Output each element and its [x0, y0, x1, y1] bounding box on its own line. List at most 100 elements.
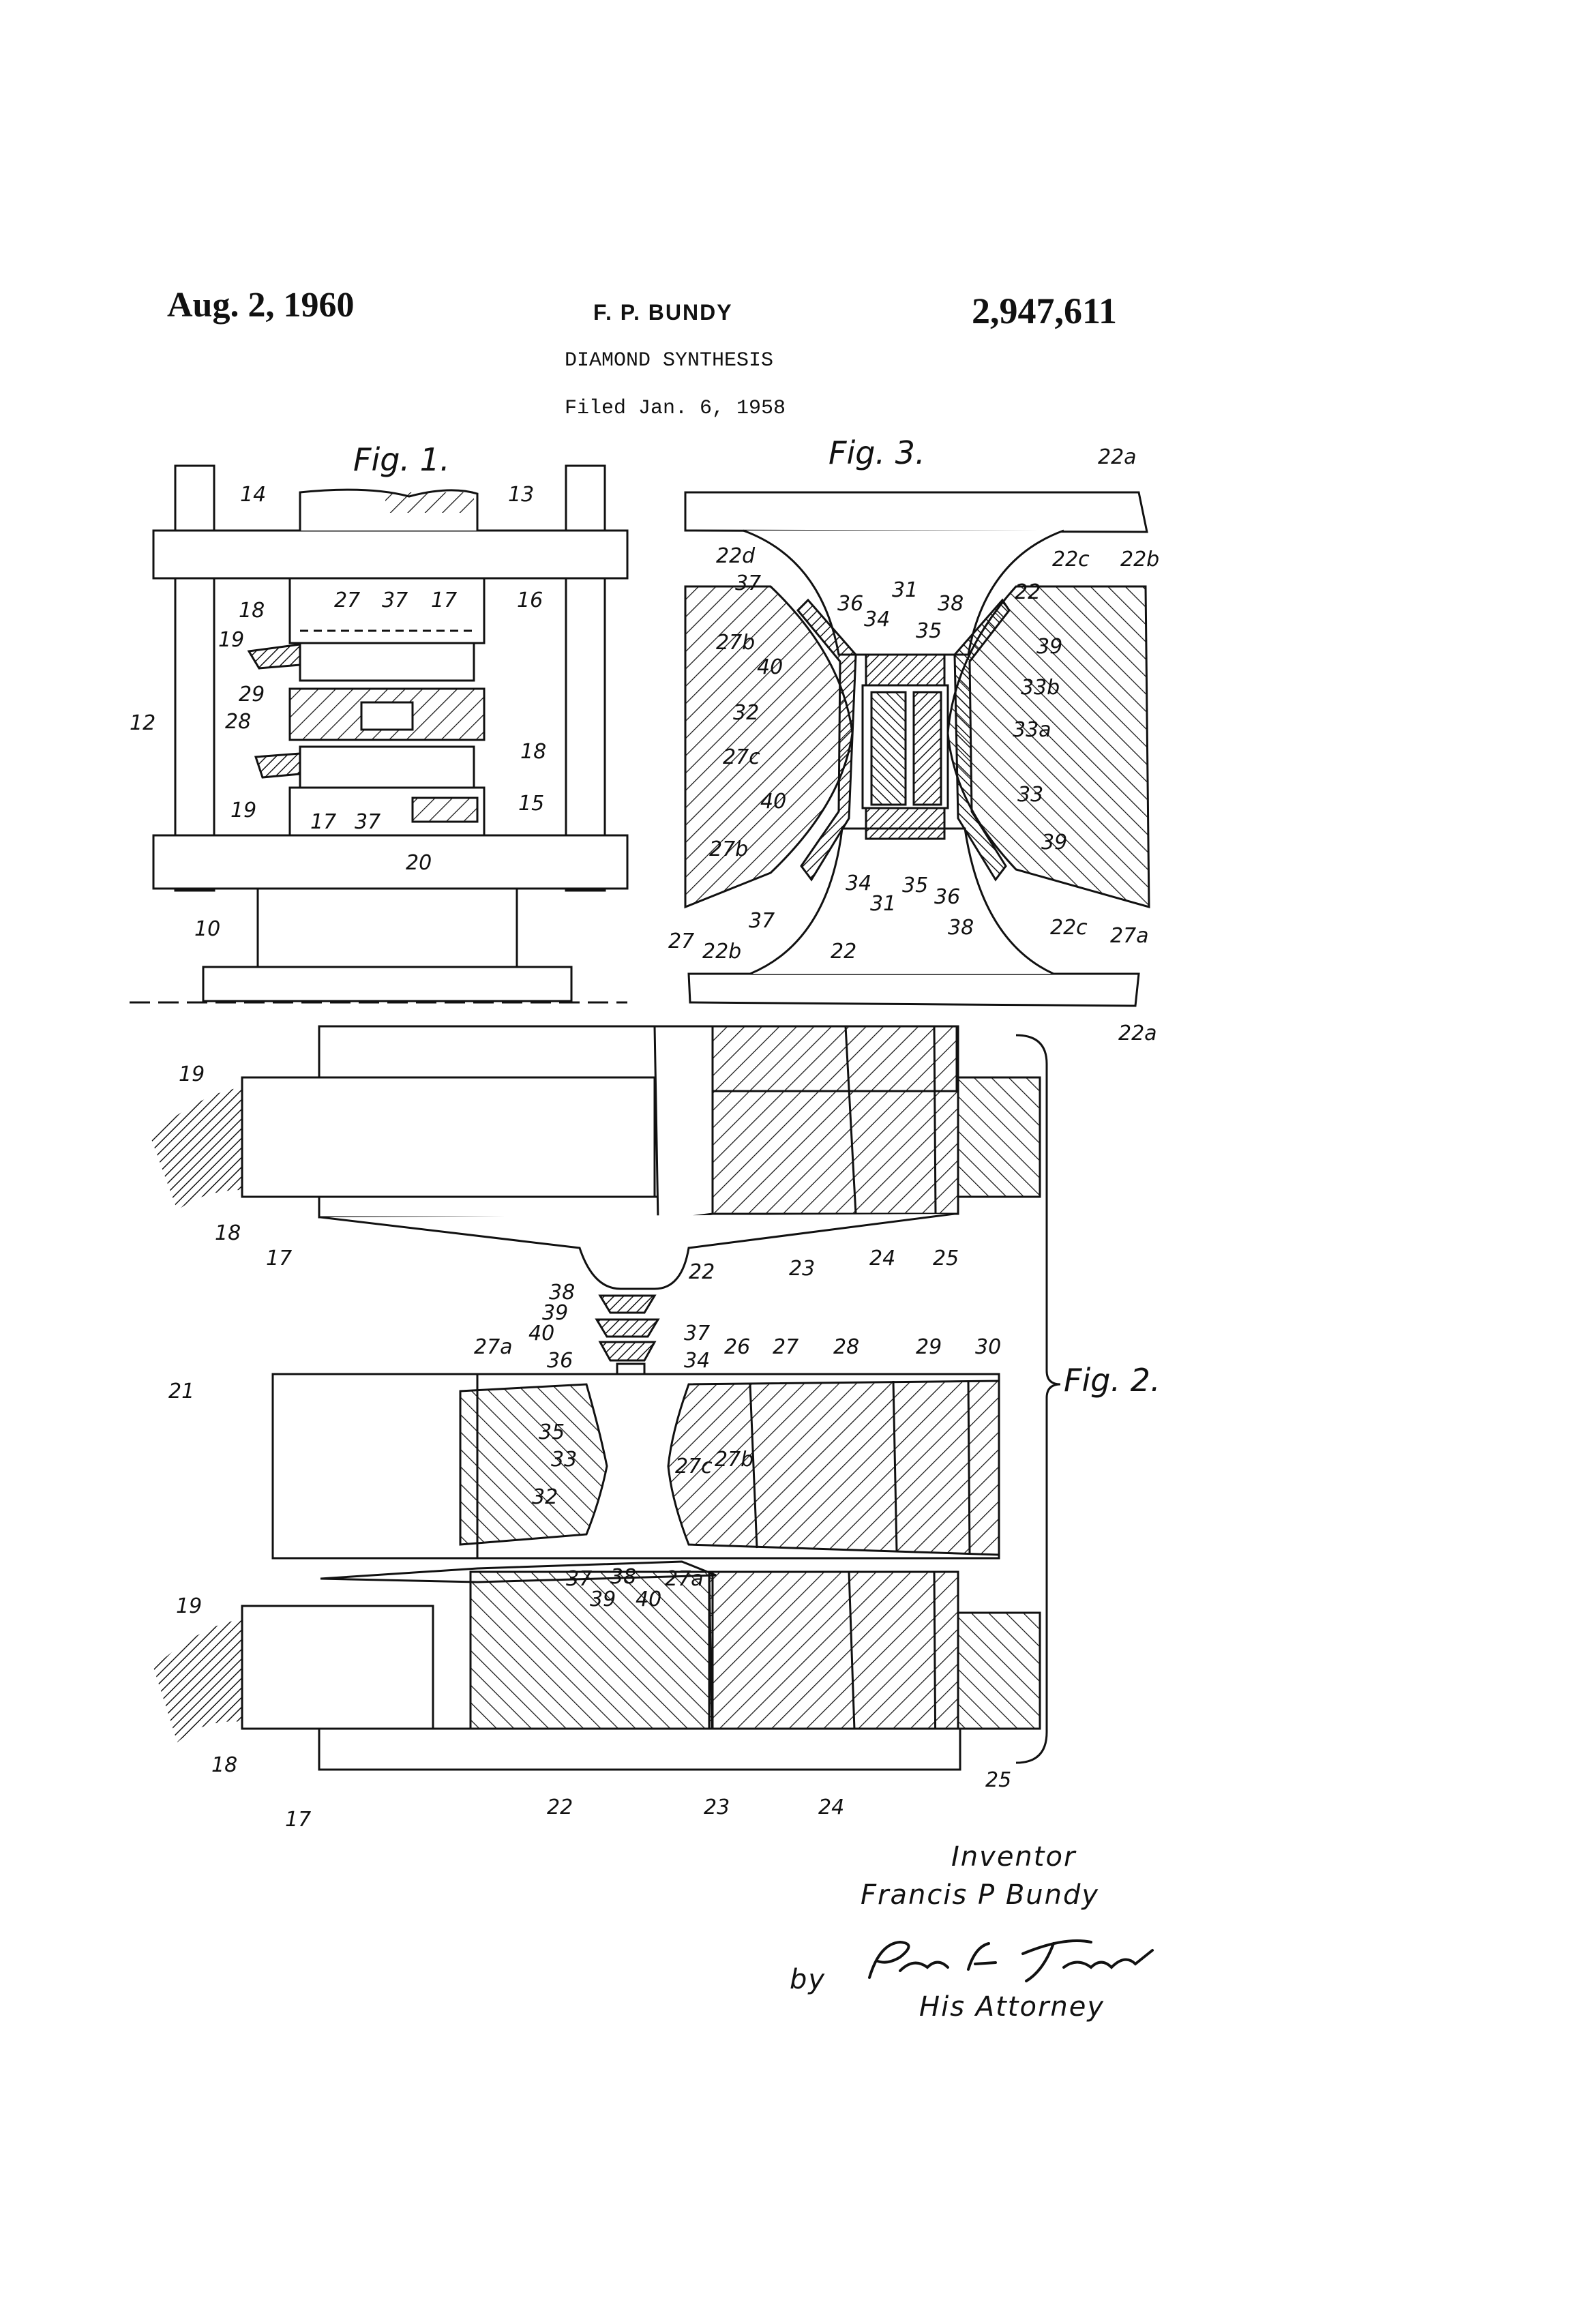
reference-numeral: 39	[590, 1588, 616, 1611]
reference-numeral: 36	[547, 1349, 573, 1373]
reference-numeral: 40	[528, 1322, 554, 1345]
reference-numeral: 33	[551, 1448, 577, 1472]
handwritten-signature	[868, 1939, 1154, 1982]
inventor-signature-name: Francis P Bundy	[861, 1879, 1100, 1911]
filed-date: Filed Jan. 6, 1958	[565, 397, 786, 420]
reference-numeral: 15	[518, 792, 544, 816]
reference-numeral: 17	[266, 1247, 292, 1270]
reference-numeral: 22b	[1120, 548, 1159, 571]
reference-numeral: 18	[215, 1221, 241, 1245]
reference-numeral: 35	[916, 619, 942, 643]
figure-2-labels: 22a 19 18 17 22 23 24 25 38 39 40 37 27a…	[168, 1022, 1157, 1832]
reference-numeral: 22b	[702, 940, 741, 964]
reference-numeral: 13	[508, 483, 534, 507]
reference-numeral: 12	[130, 711, 155, 735]
reference-numeral: 23	[704, 1796, 730, 1819]
reference-numeral: 28	[225, 710, 251, 734]
reference-numeral: 20	[406, 851, 432, 875]
figure-1-labels: 14 13 16 12 18 19 27 37 17 29 28 18 19 1…	[130, 483, 546, 941]
reference-numeral: 38	[610, 1565, 636, 1589]
reference-numeral: 25	[933, 1247, 959, 1270]
fig1-caption: Fig. 1.	[353, 441, 450, 478]
attorney-label: His Attorney	[919, 1991, 1105, 2023]
reference-numeral: 24	[869, 1247, 895, 1270]
reference-numeral: 27b	[715, 1448, 753, 1472]
reference-numeral: 18	[520, 740, 546, 764]
reference-numeral: 25	[985, 1768, 1011, 1792]
reference-numeral: 32	[532, 1485, 558, 1509]
reference-numeral: 19	[176, 1594, 202, 1618]
reference-numeral: 33	[1017, 783, 1043, 807]
reference-numeral: 22a	[1098, 445, 1137, 469]
reference-numeral: 27c	[675, 1455, 713, 1478]
reference-numeral: 19	[230, 799, 256, 822]
reference-numeral: 19	[179, 1062, 205, 1086]
figure-3-labels: 22a 22d 22c 22b 37 36 31 34 35 38 22 27b…	[668, 445, 1159, 964]
reference-numeral: 17	[310, 810, 336, 834]
reference-numeral: 37	[735, 571, 761, 595]
reference-numeral: 27b	[716, 631, 755, 655]
reference-numeral: 22	[1015, 580, 1041, 604]
reference-numeral: 27b	[709, 837, 748, 861]
reference-numeral: 37	[684, 1322, 710, 1345]
reference-numeral: 22	[689, 1260, 715, 1284]
reference-numeral: 39	[1041, 831, 1067, 854]
reference-numeral: 17	[431, 589, 457, 612]
reference-numeral: 17	[285, 1808, 311, 1832]
reference-numeral: 18	[211, 1753, 237, 1777]
reference-numeral: 22	[547, 1796, 573, 1819]
figure-2: Fig. 2.	[150, 1025, 1161, 1771]
reference-numeral: 27a	[665, 1567, 704, 1591]
reference-numeral: 19	[218, 628, 244, 652]
patent-date: Aug. 2, 1960	[167, 286, 355, 325]
reference-numeral: 27	[334, 589, 360, 612]
reference-numeral: 23	[789, 1257, 815, 1281]
reference-numeral: 31	[892, 578, 918, 602]
reference-numeral: 22c	[1050, 916, 1088, 940]
reference-numeral: 38	[549, 1281, 575, 1305]
reference-numeral: 26	[724, 1335, 750, 1359]
reference-numeral: 22c	[1052, 548, 1090, 571]
reference-numeral: 21	[168, 1380, 194, 1403]
reference-numeral: 27a	[1110, 924, 1149, 948]
reference-numeral: 34	[846, 872, 871, 895]
reference-numeral: 29	[916, 1335, 942, 1359]
reference-numeral: 35	[539, 1420, 565, 1444]
reference-numeral: 35	[902, 874, 928, 897]
reference-numeral: 38	[948, 916, 974, 940]
reference-numeral: 37	[566, 1567, 592, 1591]
reference-numeral: 40	[636, 1588, 661, 1611]
reference-numeral: 31	[870, 892, 896, 916]
reference-numeral: 40	[757, 655, 783, 679]
reference-numeral: 38	[938, 592, 964, 616]
reference-numeral: 27a	[474, 1335, 513, 1359]
reference-numeral: 37	[382, 589, 408, 612]
reference-numeral: 22a	[1118, 1022, 1157, 1045]
reference-numeral: 27c	[723, 745, 760, 769]
reference-numeral: 16	[517, 589, 543, 612]
reference-numeral: 37	[749, 909, 775, 933]
reference-numeral: 29	[239, 683, 265, 706]
reference-numeral: 36	[837, 592, 863, 616]
reference-numeral: 36	[934, 885, 960, 909]
reference-numeral: 33b	[1021, 676, 1060, 700]
reference-numeral: 22	[831, 940, 856, 964]
reference-numeral: 14	[240, 483, 266, 507]
reference-numeral: 39	[542, 1301, 568, 1325]
fig2-caption: Fig. 2.	[1064, 1362, 1161, 1399]
reference-numeral: 24	[818, 1796, 844, 1819]
reference-numeral: 33a	[1013, 718, 1051, 742]
reference-numeral: 18	[239, 599, 265, 623]
reference-numeral: 34	[864, 608, 890, 631]
reference-numeral: 27	[773, 1335, 799, 1359]
patent-title: DIAMOND SYNTHESIS	[565, 349, 774, 372]
figure-1: Fig. 1.	[130, 441, 629, 1004]
reference-numeral: 22d	[716, 544, 756, 568]
patent-number: 2,947,611	[972, 290, 1118, 331]
reference-numeral: 40	[760, 790, 786, 814]
reference-numeral: 37	[355, 810, 380, 834]
reference-numeral: 10	[194, 917, 220, 941]
by-label: by	[790, 1964, 826, 1995]
inventor-name: F. P. BUNDY	[593, 300, 733, 325]
